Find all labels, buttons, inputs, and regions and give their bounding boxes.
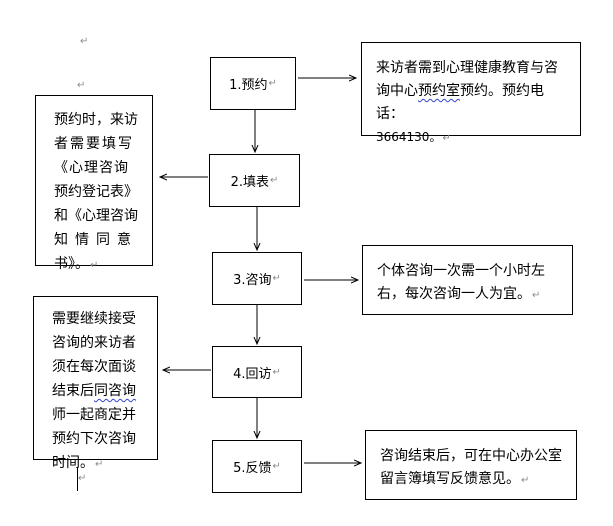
note-reservation: 来访者需到心理健康教育与咨 询中心预约室预约。预约电话： 3664130。↵ (361, 42, 581, 144)
step-box-consultation[interactable]: 3.咨询↵ (212, 252, 302, 305)
paragraph-mark: ↵ (268, 78, 277, 89)
note-line: 咨询的来访者 (52, 335, 136, 351)
paragraph-mark: ↵ (272, 273, 281, 284)
step-box-fill-form[interactable]: 2.填表↵ (209, 154, 300, 207)
step-box-reservation[interactable]: 1.预约↵ (210, 57, 296, 110)
note-follow-up: 需要继续接受 咨询的来访者 须在每次面谈 结束后同咨询 师一起商定并 预约下次咨… (33, 296, 158, 471)
paragraph-mark: ↵ (272, 366, 281, 378)
note-line: 预约下次咨询 (52, 431, 136, 447)
step-label: 4.回访 (233, 366, 272, 382)
note-feedback: 咨询结束后，可在中心办公室 留言簿填写反馈意见。↵ (365, 430, 577, 500)
note-line: 《心理咨询 (54, 160, 129, 176)
step-box-follow-up[interactable]: 4.回访↵ (212, 346, 302, 398)
paragraph-mark: ↵ (270, 175, 279, 186)
note-line: 3664130。↵ (376, 126, 570, 150)
note-line: 须在每次面谈 (52, 359, 136, 375)
note-line: 来访者需到心理健康教育与咨 (376, 60, 558, 76)
note-fill-form: 预约时，来访 者需要填写 《心理咨询 预约登记表》 和《心理咨询 知情同意 书》… (35, 95, 153, 272)
paragraph-mark: ↵ (80, 36, 89, 47)
paragraph-mark: ↵ (532, 290, 541, 301)
note-line: 知情同意 (54, 232, 138, 248)
text-cursor (77, 467, 78, 491)
note-line: 预约登记表》 (54, 184, 138, 200)
note-line: 右，每次咨询一人为宜。↵ (377, 286, 541, 302)
spellcheck-underline: 预约室 (418, 83, 460, 99)
note-line: 者需要填写 (54, 136, 134, 152)
note-line: 和《心理咨询 (54, 208, 138, 224)
step-label: 5.反馈 (233, 461, 272, 476)
note-line: 时间。↵ (52, 455, 104, 471)
paragraph-mark: ↵ (442, 133, 451, 144)
step-label: 3.咨询 (233, 273, 272, 288)
step-box-feedback[interactable]: 5.反馈↵ (212, 440, 302, 493)
note-line: 询中心预约室预约。预约电话： (376, 83, 544, 122)
step-label: 1.预约 (229, 78, 268, 93)
note-line: 结束后同咨询 (52, 383, 136, 399)
note-consultation: 个体咨询一次需一个小时左 右，每次咨询一人为宜。↵ (362, 245, 573, 315)
step-label: 2.填表 (230, 175, 269, 190)
note-line: 留言簿填写反馈意见。↵ (380, 471, 530, 487)
paragraph-mark: ↵ (95, 459, 104, 470)
phone-number: 3664130。 (376, 130, 442, 144)
paragraph-mark: ↵ (272, 461, 281, 472)
note-line: 个体咨询一次需一个小时左 (377, 263, 545, 279)
note-line: 书》。↵ (54, 256, 99, 272)
note-line: 预约时，来访 (54, 112, 138, 128)
paragraph-mark: ↵ (521, 475, 530, 486)
note-line: 师一起商定并 (52, 407, 136, 423)
paragraph-mark: ↵ (77, 80, 86, 91)
note-line: 咨询结束后，可在中心办公室 (380, 448, 562, 464)
paragraph-mark: ↵ (90, 260, 99, 271)
note-line: 需要继续接受 (52, 311, 136, 327)
paragraph-mark: ↵ (78, 473, 87, 484)
spellcheck-underline: 同咨询 (94, 383, 136, 399)
